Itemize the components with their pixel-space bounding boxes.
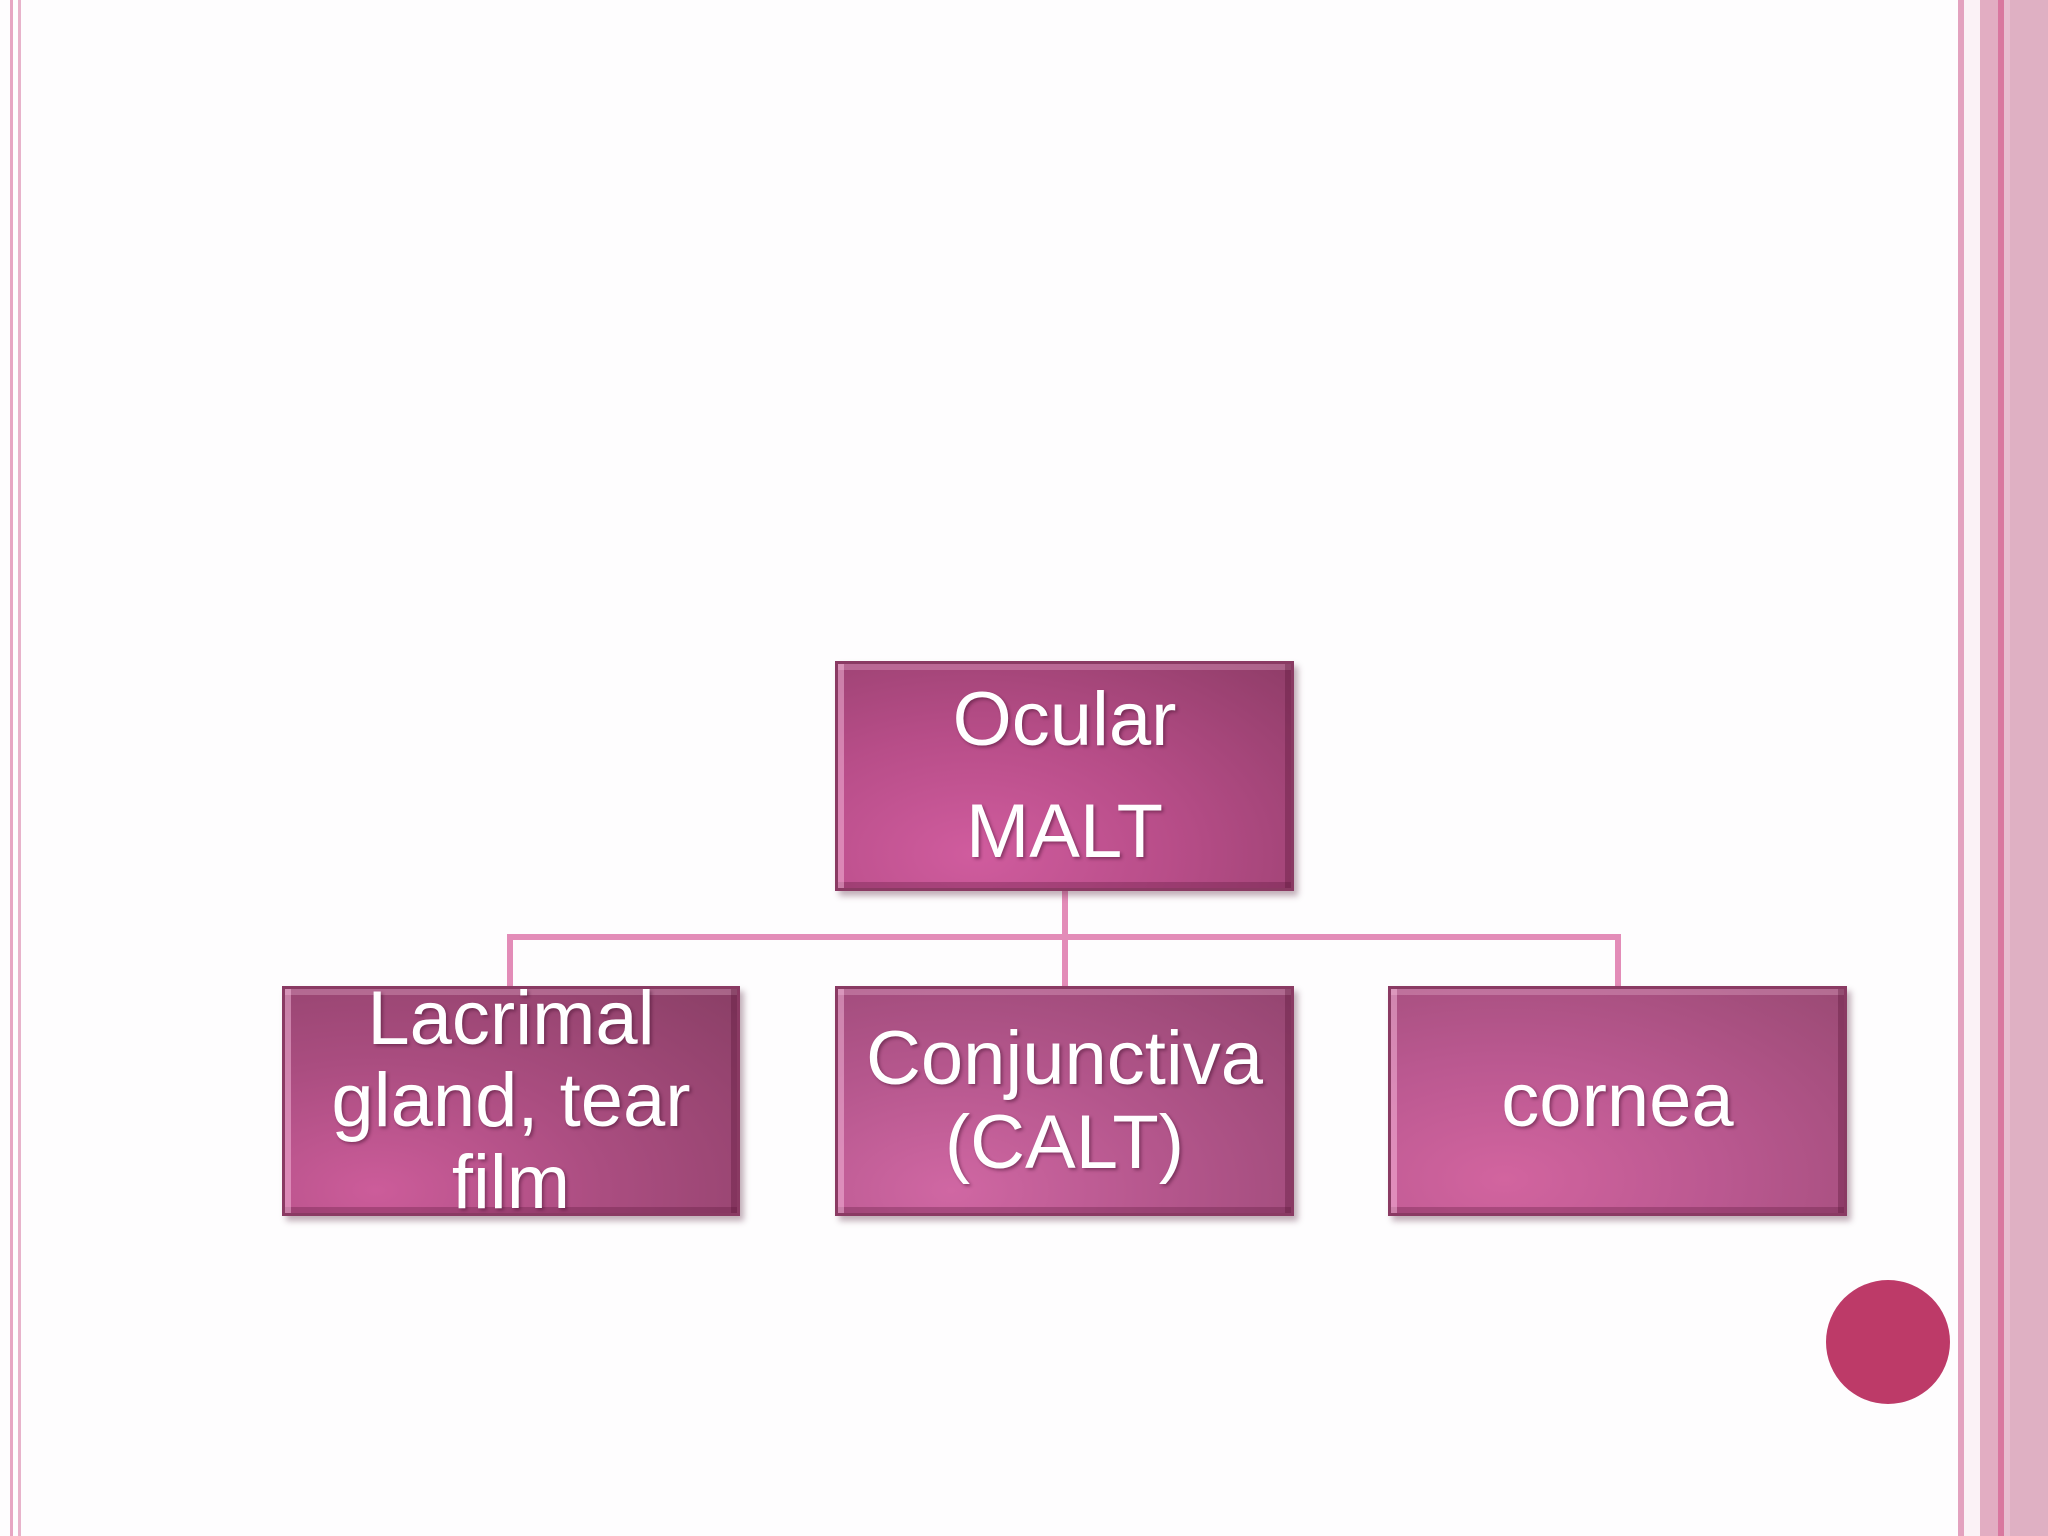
right-border-stripe xyxy=(1980,0,1998,1536)
child-node-label: Conjunctiva (CALT) xyxy=(865,1016,1264,1185)
right-border-stripe xyxy=(1964,0,1980,1536)
child-node-label: cornea xyxy=(1501,1058,1734,1143)
root-node-ocular-malt: Ocular MALT xyxy=(835,661,1294,891)
child-node-lacrimal: Lacrimal gland, tear film xyxy=(282,978,740,1224)
connector-right-drop xyxy=(1615,934,1621,986)
child-node-cornea: cornea xyxy=(1388,986,1847,1216)
right-border-stripe xyxy=(1998,0,2004,1536)
connector-left-drop xyxy=(507,934,513,986)
right-border-stripe xyxy=(1958,0,1964,1536)
left-border-line-inner xyxy=(18,0,21,1536)
root-node-label: Ocular MALT xyxy=(952,677,1177,874)
connector-root-stem xyxy=(1062,890,1068,938)
decorative-dot xyxy=(1826,1280,1950,1404)
right-border-stripe xyxy=(2010,0,2048,1536)
connector-center-drop xyxy=(1062,934,1068,986)
right-border-stripe xyxy=(2004,0,2010,1536)
child-node-label: Lacrimal gland, tear film xyxy=(331,976,691,1225)
left-border-line xyxy=(10,0,13,1536)
child-node-conjunctiva: Conjunctiva (CALT) xyxy=(835,986,1294,1216)
